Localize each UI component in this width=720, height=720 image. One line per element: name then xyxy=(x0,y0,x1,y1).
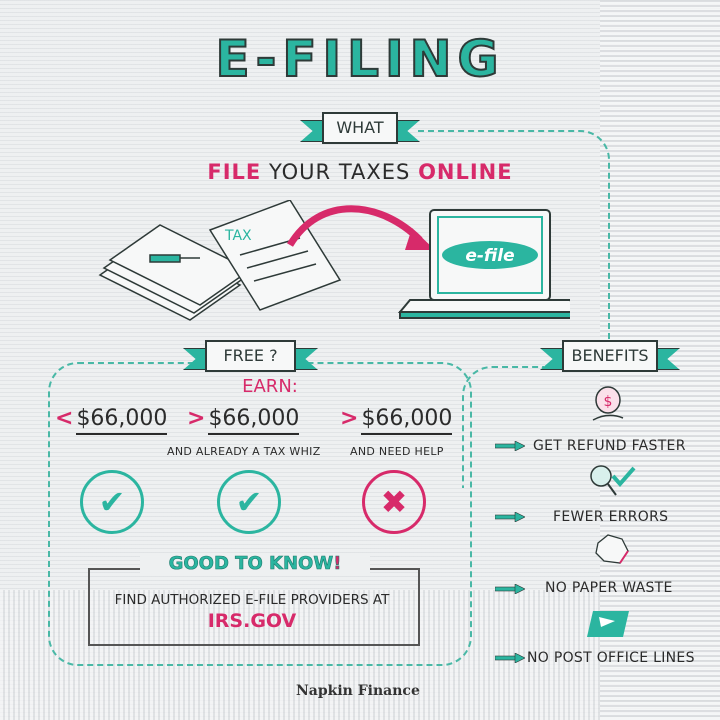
svg-text:TAX: TAX xyxy=(224,228,252,244)
postal-eagle-icon xyxy=(587,611,629,637)
money-bag-hand-icon: $ xyxy=(592,386,624,421)
greater-than-symbol: > xyxy=(187,406,206,431)
exclamation-icon: ! xyxy=(333,553,342,575)
headline-file: FILE xyxy=(207,160,262,184)
amount-value: $66,000 xyxy=(208,406,300,435)
free-label: FREE ? xyxy=(205,340,296,372)
crumpled-paper-icon xyxy=(595,534,629,564)
x-icon: ✖ xyxy=(362,470,426,534)
headline-middle: YOUR TAXES xyxy=(268,160,411,184)
income-option-1: <$66,000 xyxy=(55,406,168,435)
check-icon: ✔ xyxy=(217,470,281,534)
svg-text:$: $ xyxy=(604,394,613,410)
good-to-know-title: GOOD TO KNOW! xyxy=(140,553,370,574)
headline-online: ONLINE xyxy=(418,160,513,184)
what-label: WHAT xyxy=(322,112,398,144)
benefits-label: BENEFITS xyxy=(562,340,658,372)
option-2-note: AND ALREADY A TAX WHIZ xyxy=(167,445,321,458)
benefit-fewer-errors: FEWER ERRORS xyxy=(553,509,669,525)
magnifier-check-icon xyxy=(590,465,636,496)
income-option-3: >$66,000 xyxy=(340,406,453,435)
free-ribbon: FREE ? xyxy=(183,340,318,372)
connector-what-benefits xyxy=(418,130,610,342)
irs-gov-link[interactable]: IRS.GOV xyxy=(207,610,297,632)
amount-value: $66,000 xyxy=(76,406,168,435)
svg-text:e-file: e-file xyxy=(465,246,514,266)
arrow-right-icon xyxy=(495,512,525,522)
benefit-no-paper-waste: NO PAPER WASTE xyxy=(545,580,673,596)
arrow-right-icon xyxy=(495,441,525,451)
good-to-know-description: FIND AUTHORIZED E-FILE PROVIDERS AT xyxy=(114,592,390,608)
check-icon: ✔ xyxy=(80,470,144,534)
what-ribbon: WHAT xyxy=(300,112,420,144)
headline: FILE YOUR TAXES ONLINE xyxy=(0,160,720,184)
amount-value: $66,000 xyxy=(361,406,453,435)
benefit-no-post-office-lines: NO POST OFFICE LINES xyxy=(527,650,695,666)
option-3-note: AND NEED HELP xyxy=(350,445,444,458)
arrow-right-icon xyxy=(495,584,525,594)
benefit-refund-faster: GET REFUND FASTER xyxy=(533,438,686,454)
napkin-fold-bottom xyxy=(0,590,600,720)
laptop-icon: e-file xyxy=(397,209,570,319)
paper-stack-icon xyxy=(98,224,252,321)
brand-logo: Napkin Finance xyxy=(296,683,420,699)
good-to-know-text: GOOD TO KNOW xyxy=(168,553,334,575)
transfer-arrow-icon xyxy=(287,205,423,247)
income-option-2: >$66,000 xyxy=(187,406,300,435)
less-than-symbol: < xyxy=(55,406,74,431)
benefits-ribbon: BENEFITS xyxy=(540,340,680,372)
connector-benefits xyxy=(462,366,544,488)
earn-label: EARN: xyxy=(242,376,298,397)
greater-than-symbol: > xyxy=(340,406,359,431)
arrow-right-icon xyxy=(495,653,525,663)
page-title: E-FILING xyxy=(214,29,505,89)
efile-illustration: TAX e-file xyxy=(98,200,570,321)
